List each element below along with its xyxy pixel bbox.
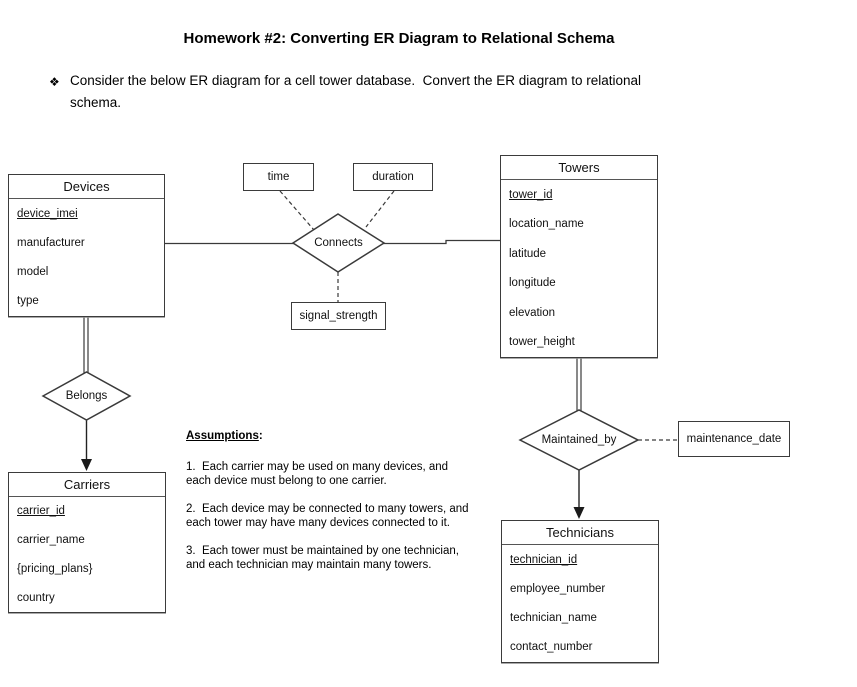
time-connector-line (279, 190, 315, 231)
relationship-belongs-label: Belongs (65, 390, 108, 402)
attr-location-name: location_name (509, 218, 584, 231)
attr-manufacturer: manufacturer (17, 236, 85, 249)
relationship-maintainedby-label: Maintained_by (541, 434, 617, 446)
entity-technicians: Technicians technician_id employee_numbe… (501, 520, 659, 663)
attr-latitude: latitude (509, 247, 547, 260)
diamond-bullet-icon: ❖ (49, 75, 60, 89)
attr-employee-number: employee_number (510, 582, 606, 595)
attr-type: type (17, 295, 39, 308)
assumptions-heading: Assumptions: (186, 429, 506, 443)
maintainedby-technicians-arrowhead (573, 507, 585, 519)
entity-carriers-attrs: carrier_id carrier_name {pricing_plans} … (9, 497, 165, 612)
assumptions-heading-word: Assumptions (186, 430, 259, 442)
belongs-carriers-arrowhead (81, 459, 92, 471)
entity-devices-attrs: device_imei manufacturer model type (9, 199, 164, 316)
attr-model: model (17, 266, 49, 279)
attrbox-time: time (243, 163, 314, 191)
attr-carrier-name: carrier_name (17, 534, 85, 547)
attr-longitude: longitude (509, 277, 556, 290)
instruction-text: Consider the below ER diagram for a cell… (70, 73, 642, 110)
attr-country: country (17, 591, 55, 604)
relationship-connects-label: Connects (314, 237, 363, 249)
entity-devices: Devices device_imei manufacturer model t… (8, 174, 165, 317)
page-title: Homework #2: Converting ER Diagram to Re… (183, 30, 615, 47)
entity-carriers-title: Carriers (9, 473, 165, 497)
assumptions-heading-colon: : (258, 430, 263, 442)
entity-carriers: Carriers carrier_id carrier_name {pricin… (8, 472, 166, 613)
entity-technicians-attrs: technician_id employee_number technician… (502, 545, 658, 662)
entity-technicians-title: Technicians (502, 521, 658, 545)
assumption-item-1: 1. Each carrier may be used on many devi… (186, 461, 449, 487)
attr-technician-name: technician_name (510, 612, 597, 625)
attr-elevation: elevation (509, 306, 556, 319)
assumptions-block: Assumptions: 1. Each carrier may be used… (186, 429, 506, 586)
entity-towers-title: Towers (501, 156, 657, 180)
duration-connector-line (365, 190, 395, 228)
entity-devices-title: Devices (9, 175, 164, 199)
attr-contact-number: contact_number (510, 641, 593, 654)
attrbox-duration: duration (353, 163, 433, 191)
connects-diamond (291, 213, 386, 273)
assumption-item-2: 2. Each device may be connected to many … (186, 503, 469, 529)
maintainedby-diamond (518, 409, 640, 471)
attr-tower-height: tower_height (509, 336, 575, 349)
attr-tower-id: tower_id (509, 188, 553, 201)
attr-device-imei: device_imei (17, 207, 78, 220)
entity-towers-attrs: tower_id location_name latitude longitud… (501, 180, 657, 357)
connects-towers-line (382, 239, 500, 245)
entity-towers: Towers tower_id location_name latitude l… (500, 155, 658, 358)
attr-technician-id: technician_id (510, 553, 578, 566)
attr-pricing-plans: {pricing_plans} (17, 562, 93, 575)
attrbox-signal-strength: signal_strength (291, 302, 386, 330)
attr-carrier-id: carrier_id (17, 505, 65, 518)
attrbox-maintenance-date: maintenance_date (678, 421, 790, 457)
belongs-diamond (41, 371, 132, 421)
assumption-item-3: 3. Each tower must be maintained by one … (186, 545, 459, 571)
